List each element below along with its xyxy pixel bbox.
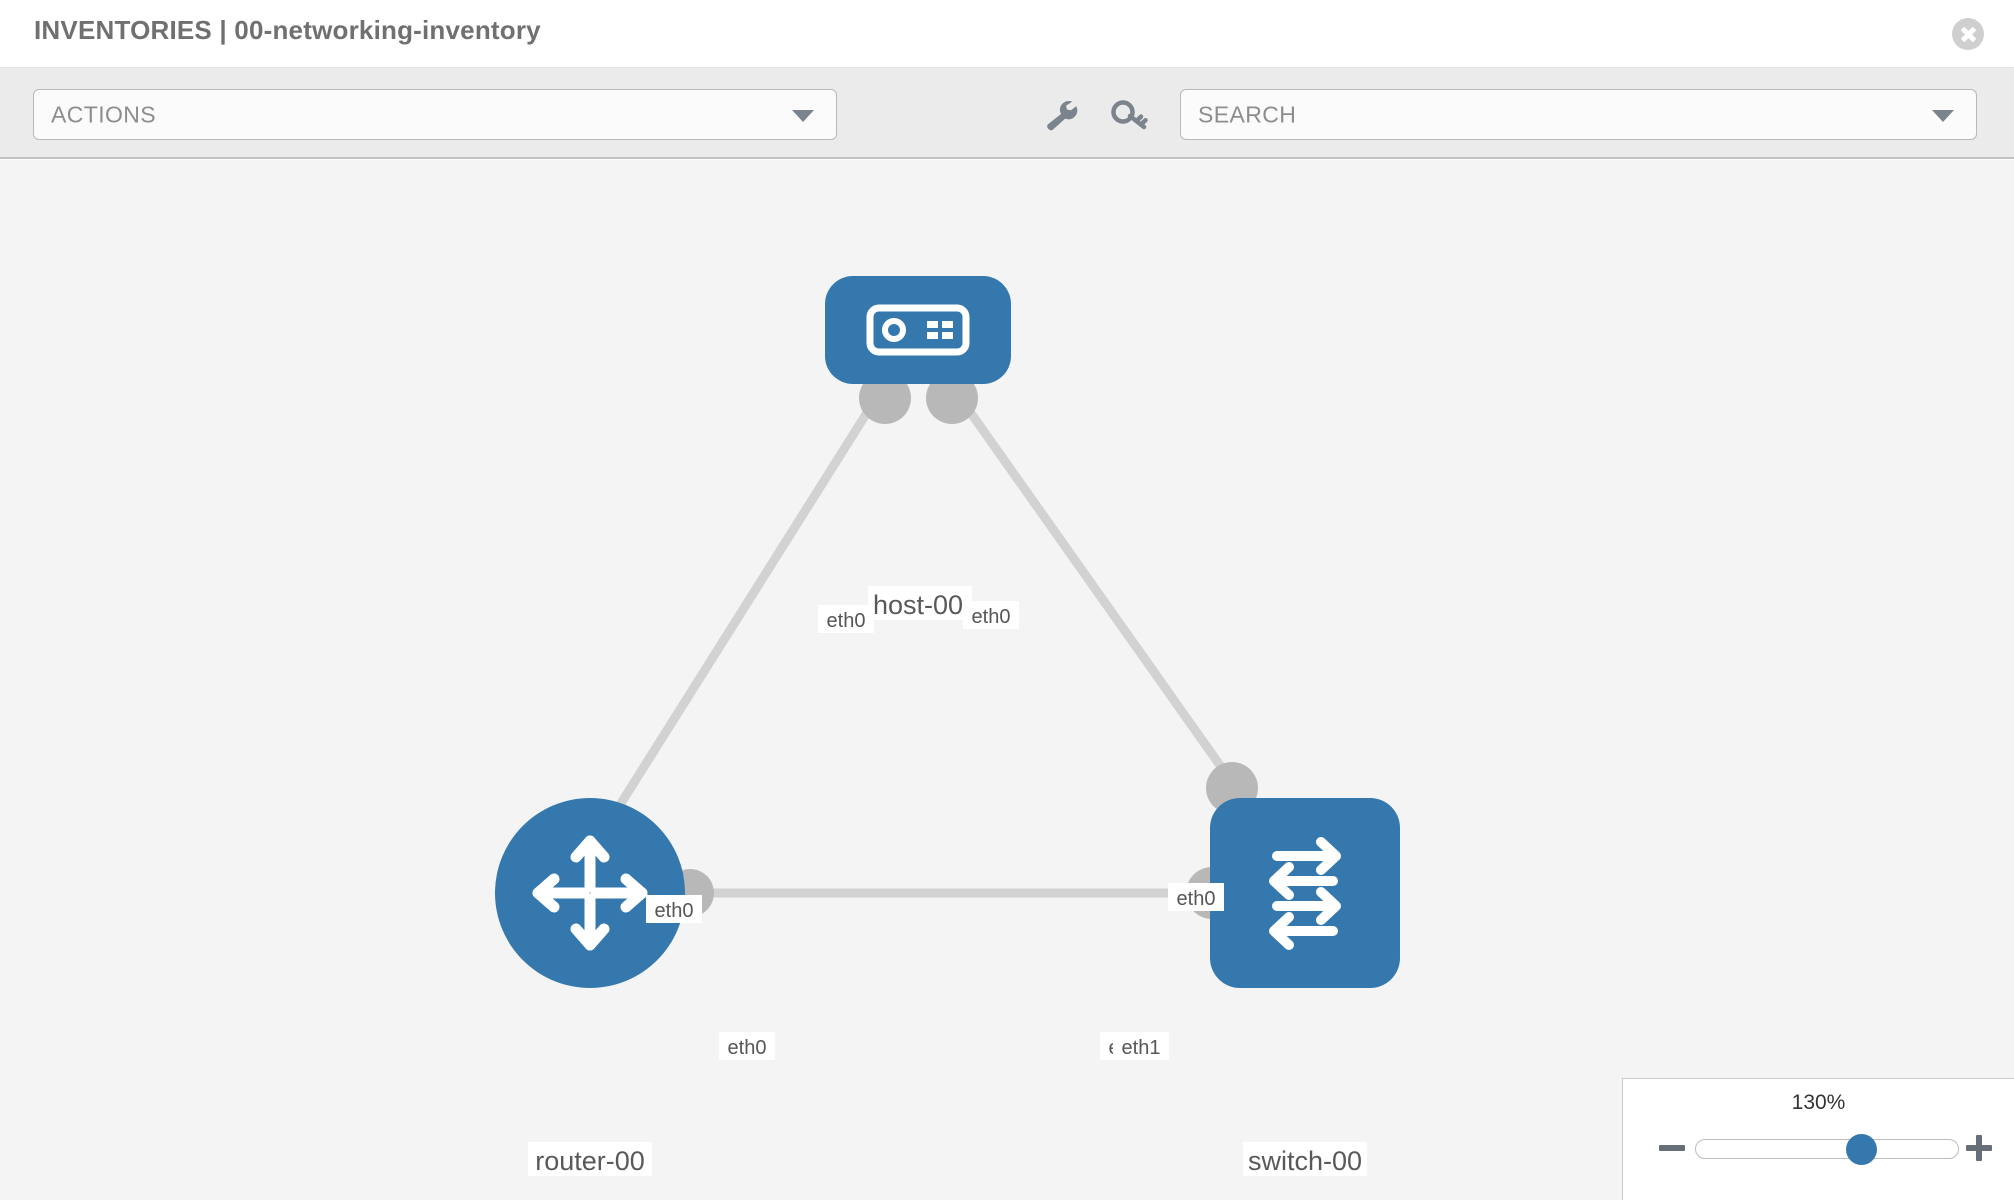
topology-canvas[interactable]: eth0 eth0 eth0 eth0 eth0 eth0 eth1 host-… [0, 160, 2014, 1200]
connector-host00-left[interactable] [859, 372, 911, 424]
wrench-icon[interactable] [1042, 98, 1082, 134]
iface-label-router00-uplink: eth0 [655, 900, 694, 922]
interface-labels: eth0 eth0 eth0 eth0 eth0 eth0 eth1 [646, 601, 1224, 1060]
zoom-slider-row [1623, 1127, 2014, 1171]
actions-dropdown[interactable]: ACTIONS [33, 89, 837, 140]
zoom-slider-track[interactable] [1695, 1134, 1959, 1165]
close-icon[interactable] [1952, 18, 1984, 50]
node-labels: host-00 router-00 switch-00 [528, 586, 1367, 1176]
iface-label-switch00-eth1: eth1 [1122, 1037, 1161, 1059]
node-label-router-00: router-00 [535, 1146, 645, 1176]
link-host00-switch00[interactable] [952, 389, 1240, 791]
search-placeholder: SEARCH [1198, 101, 1297, 127]
actions-dropdown-label: ACTIONS [51, 101, 157, 127]
zoom-level-value: 130% [1791, 1091, 1846, 1114]
zoom-in-button[interactable] [1962, 1131, 1996, 1165]
zoom-control-panel: 130% [1622, 1078, 2014, 1200]
iface-label-host00-right: eth0 [972, 606, 1011, 628]
key-icon[interactable] [1110, 98, 1150, 134]
connector-host00-right[interactable] [926, 372, 978, 424]
iface-label-router00-eth0: eth0 [728, 1037, 767, 1059]
chevron-down-icon [792, 109, 814, 122]
topology-graph[interactable]: eth0 eth0 eth0 eth0 eth0 eth0 eth1 host-… [0, 160, 2014, 1200]
node-switch-00[interactable] [1210, 798, 1400, 988]
iface-label-host00-left: eth0 [827, 610, 866, 632]
chevron-down-icon [1932, 109, 1954, 122]
page-title: INVENTORIES | 00-networking-inventory [34, 15, 541, 45]
zoom-slider-thumb[interactable] [1846, 1134, 1878, 1165]
node-label-host-00: host-00 [873, 590, 963, 620]
zoom-out-button[interactable] [1655, 1131, 1689, 1165]
node-router-00[interactable] [495, 798, 685, 988]
iface-label-switch00-uplink: eth0 [1177, 888, 1216, 910]
node-host-00[interactable] [825, 276, 1011, 384]
node-label-switch-00: switch-00 [1248, 1146, 1362, 1176]
link-host00-router00[interactable] [614, 389, 884, 811]
topology-links [614, 389, 1240, 898]
toolbar: ACTIONS SEARCH [0, 68, 2014, 159]
page-header: INVENTORIES | 00-networking-inventory [0, 0, 2014, 68]
topology-connectors [666, 372, 1258, 919]
search-input[interactable]: SEARCH [1180, 89, 1977, 140]
